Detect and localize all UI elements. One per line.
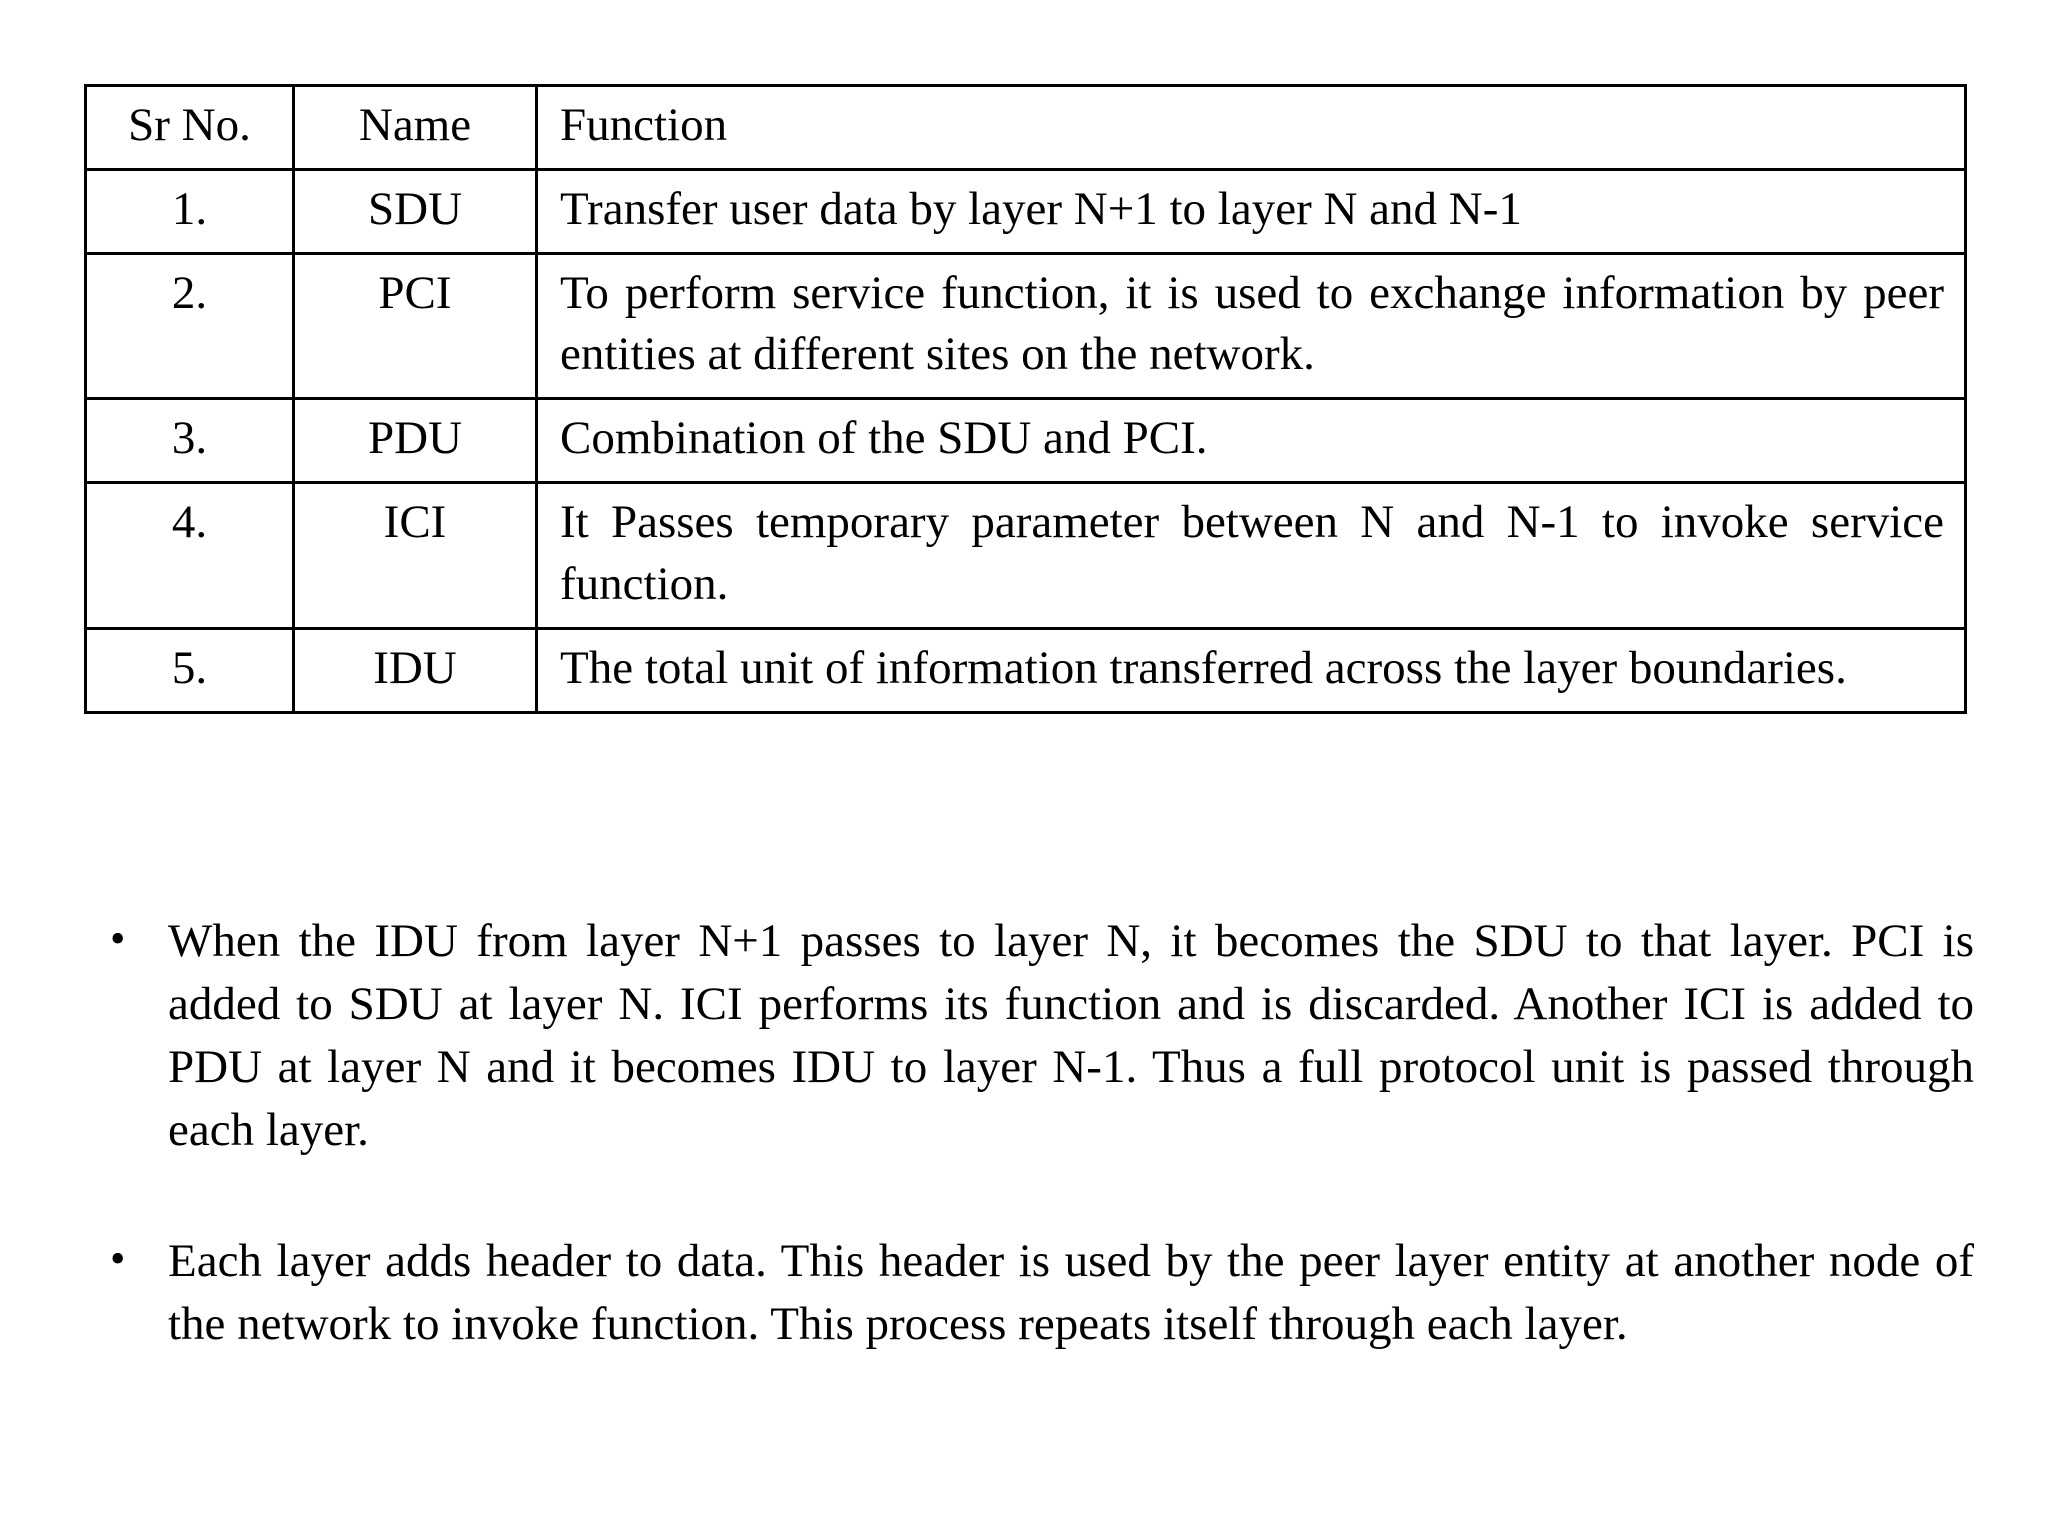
cell-sr-no: 3. <box>84 397 295 485</box>
table-header-row: Sr No. Name Function <box>84 83 1967 172</box>
bullet-marker-icon: • <box>110 1233 126 1283</box>
cell-name: PCI <box>292 252 538 401</box>
cell-name: IDU <box>292 626 538 714</box>
cell-name: PDU <box>292 397 538 485</box>
column-header-sr-no: Sr No. <box>84 83 295 172</box>
list-item-text: When the IDU from layer N+1 passes to la… <box>168 915 1974 1156</box>
table-body: 1. SDU Transfer user data by layer N+1 t… <box>84 168 1967 714</box>
table-row: 4. ICI It Passes temporary parameter bet… <box>84 481 1967 630</box>
cell-sr-no: 1. <box>84 168 295 256</box>
protocol-terms-table: Sr No. Name Function 1. SDU Transfer use… <box>84 83 1967 714</box>
list-item-text: Each layer adds header to data. This hea… <box>168 1234 1974 1350</box>
cell-name: ICI <box>292 481 538 630</box>
cell-function: The total unit of information transferre… <box>535 626 1967 714</box>
column-header-name: Name <box>292 83 538 172</box>
table-row: 3. PDU Combination of the SDU and PCI. <box>84 397 1967 485</box>
protocol-terms-table-container: Sr No. Name Function 1. SDU Transfer use… <box>84 83 1967 714</box>
cell-function: To perform service function, it is used … <box>535 252 1967 401</box>
list-item: • When the IDU from layer N+1 passes to … <box>84 910 1974 1162</box>
bullet-list: • When the IDU from layer N+1 passes to … <box>84 910 1984 1356</box>
column-header-function: Function <box>535 83 1967 172</box>
cell-function: Combination of the SDU and PCI. <box>535 397 1967 485</box>
table-row: 5. IDU The total unit of information tra… <box>84 626 1967 714</box>
cell-function: Transfer user data by layer N+1 to layer… <box>535 168 1967 256</box>
cell-sr-no: 2. <box>84 252 295 401</box>
list-item: • Each layer adds header to data. This h… <box>84 1230 1974 1356</box>
table-header: Sr No. Name Function <box>84 83 1967 172</box>
cell-name: SDU <box>292 168 538 256</box>
bullet-marker-icon: • <box>110 914 126 963</box>
table-row: 2. PCI To perform service function, it i… <box>84 252 1967 401</box>
cell-sr-no: 5. <box>84 626 295 714</box>
table-row: 1. SDU Transfer user data by layer N+1 t… <box>84 168 1967 256</box>
cell-sr-no: 4. <box>84 481 295 630</box>
cell-function: It Passes temporary parameter between N … <box>535 481 1967 630</box>
